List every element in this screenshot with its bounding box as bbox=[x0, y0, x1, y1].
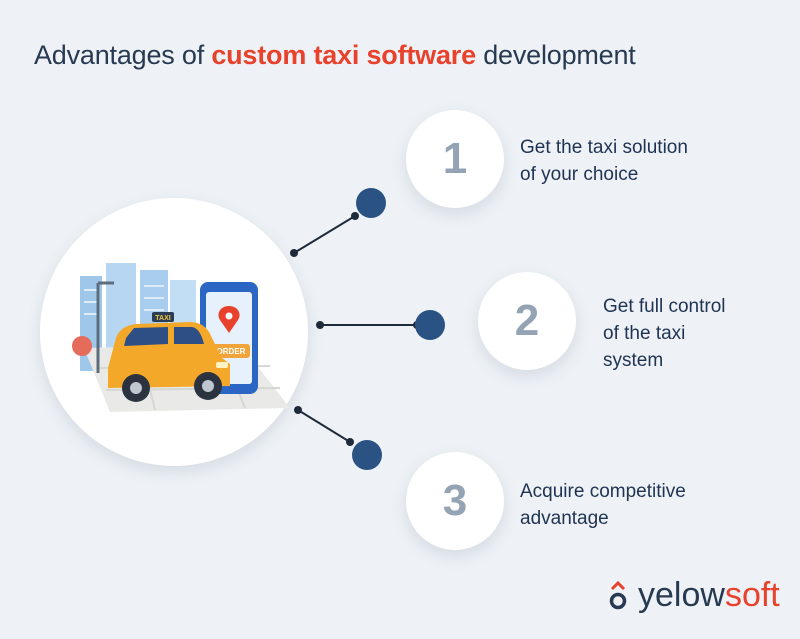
step-label-2-line2: of the taxi bbox=[603, 323, 686, 344]
order-button bbox=[212, 344, 250, 358]
step-label-1-line2: of your choice bbox=[520, 164, 639, 185]
connector-end-3b bbox=[346, 438, 354, 446]
order-text: ORDER bbox=[217, 347, 246, 356]
step-label-1-line1: Get the taxi solution bbox=[520, 137, 688, 158]
step-label-3: Acquire competitive advantage bbox=[520, 478, 686, 532]
step-label-2-line3: system bbox=[603, 350, 664, 371]
step-number-1: 1 bbox=[406, 110, 504, 208]
step-number-3: 3 bbox=[406, 452, 504, 550]
logo-text-part1: yelow bbox=[638, 576, 725, 614]
step-number-2: 2 bbox=[478, 272, 576, 370]
taxi-illustration: ORDER TAXI bbox=[72, 263, 290, 412]
dot-1 bbox=[356, 188, 386, 218]
logo-text-part2: soft bbox=[724, 576, 780, 614]
title-highlight: custom taxi software bbox=[211, 40, 476, 70]
step-label-3-line2: advantage bbox=[520, 508, 609, 529]
step-label-3-line1: Acquire competitive bbox=[520, 481, 686, 502]
step-label-1: Get the taxi solution of your choice bbox=[520, 134, 688, 188]
taxi-sign-text: TAXI bbox=[155, 315, 170, 322]
connector-end-1b bbox=[351, 212, 359, 220]
connector-line-1 bbox=[293, 215, 356, 254]
logo-mark-icon bbox=[609, 580, 627, 609]
title-prefix: Advantages of bbox=[34, 40, 212, 70]
dot-3 bbox=[352, 440, 382, 470]
step-label-2-line1: Get full control bbox=[603, 296, 726, 317]
connector-end-1 bbox=[290, 249, 298, 257]
bush-icon bbox=[72, 336, 92, 356]
step-label-2: Get full control of the taxi system bbox=[603, 293, 726, 374]
connector-end-3 bbox=[294, 406, 302, 414]
taxi-illustration-circle: ORDER TAXI bbox=[40, 198, 308, 466]
taxi-sign bbox=[152, 312, 174, 322]
page-title: Advantages of custom taxi software devel… bbox=[34, 40, 636, 71]
connector-line-3 bbox=[297, 409, 351, 443]
connector-end-2 bbox=[316, 321, 324, 329]
title-suffix: development bbox=[475, 40, 636, 70]
dot-2 bbox=[415, 310, 445, 340]
